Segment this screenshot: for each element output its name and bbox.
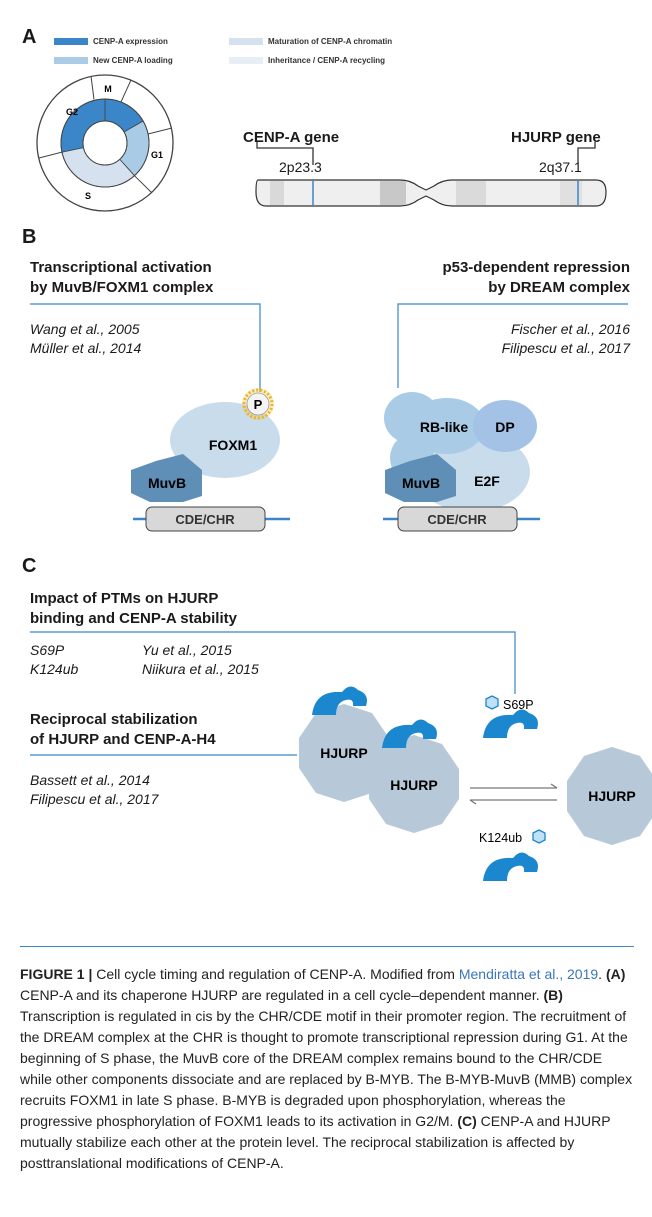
panel-a-label: A: [22, 26, 37, 48]
cenpa-chaperone-2-icon: [382, 719, 437, 748]
b-left-ref-2: Müller et al., 2014: [30, 340, 142, 356]
b-left-title-line2: by MuvB/FOXM1 complex: [30, 279, 214, 296]
caption-tag-b: (B): [543, 987, 563, 1003]
b-right-ref-2: Filipescu et al., 2017: [501, 340, 630, 356]
cdechr-left-label: CDE/CHR: [175, 512, 235, 527]
phase-label-g1: G1: [151, 150, 163, 160]
cenpa-chaperone-1-icon: [312, 686, 367, 715]
phospho-sun-icon: P: [242, 388, 274, 420]
c-ref2-2: Filipescu et al., 2017: [30, 791, 159, 807]
caption-text-a: CENP-A and its chaperone HJURP are regul…: [20, 987, 544, 1003]
muvb-left-label: MuvB: [148, 475, 186, 491]
cenpa-band-label: 2p23.3: [279, 159, 322, 175]
legend-label-inheritance: Inheritance / CENP-A recycling: [268, 56, 386, 65]
caption-text-c: CENP-A and HJURP mutually stabilize each…: [20, 1113, 611, 1171]
s69p-label: S69P: [503, 698, 534, 712]
e2f-label: E2F: [474, 473, 500, 489]
cenpa-k124ub-icon: [483, 852, 538, 881]
s69p-ptm-icon: [485, 695, 499, 710]
caption-figure-label: FIGURE 1 |: [20, 966, 93, 982]
c-mod-2: K124ub: [30, 661, 79, 677]
panel-b-label: B: [22, 226, 37, 248]
cell-cycle-diagram: M G2 G1 S: [36, 74, 174, 212]
hjurp-label-3: HJURP: [588, 788, 635, 804]
legend-swatch-inheritance: [229, 57, 263, 64]
cenpa-s69p-icon: [483, 709, 538, 738]
c-ref-1: Yu et al., 2015: [142, 642, 232, 658]
dp-label: DP: [495, 419, 514, 435]
legend-swatch-maturation: [229, 38, 263, 45]
cenpa-gene-title: CENP-A gene: [243, 129, 340, 146]
panel-c-diagram: HJURP HJURP S69P HJURP K124ub: [30, 631, 652, 881]
b-right-title-line1: p53-dependent repression: [442, 259, 630, 276]
hjurp-band-label: 2q37.1: [539, 159, 582, 175]
legend-swatch-loading: [54, 57, 88, 64]
caption-tag-a: (A): [605, 966, 626, 982]
phospho-label: P: [254, 397, 263, 412]
panel-b-diagram: P FOXM1 MuvB CDE/CHR RB-like DP MuvB E2F…: [30, 303, 628, 532]
caption-text-2: .: [598, 966, 606, 982]
c-title2-line2: of HJURP and CENP-A-H4: [30, 731, 216, 748]
legend-label-loading: New CENP-A loading: [93, 56, 173, 65]
foxm1-label: FOXM1: [209, 437, 257, 453]
caption-divider: [20, 946, 634, 947]
caption-citation-link[interactable]: Mendiratta et al., 2019: [458, 966, 599, 982]
legend-label-expression: CENP-A expression: [93, 37, 168, 46]
c-ref-2: Niikura et al., 2015: [142, 661, 259, 677]
hjurp-label-1: HJURP: [320, 745, 367, 761]
phase-label-g2: G2: [66, 107, 78, 117]
c-ref2-1: Bassett et al., 2014: [30, 772, 150, 788]
k124ub-ptm-icon: [532, 829, 546, 844]
phase-label-m: M: [104, 84, 112, 94]
legend-swatch-expression: [54, 38, 88, 45]
hjurp-gene-title: HJURP gene: [511, 129, 601, 146]
chromosome-2-diagram: [255, 142, 607, 207]
caption-tag-c: (C): [457, 1113, 477, 1129]
caption-text-1: Cell cycle timing and regulation of CENP…: [92, 966, 459, 982]
c-mod-1: S69P: [30, 642, 65, 658]
b-right-ref-1: Fischer et al., 2016: [510, 321, 630, 337]
legend-label-maturation: Maturation of CENP-A chromatin: [268, 37, 393, 46]
c-title1-line2: binding and CENP-A stability: [30, 610, 237, 627]
muvb-right-label: MuvB: [402, 475, 440, 491]
c-title2-line1: Reciprocal stabilization: [30, 711, 198, 728]
b-left-ref-1: Wang et al., 2005: [30, 321, 140, 337]
rblike-label: RB-like: [420, 419, 468, 435]
b-right-title-line2: by DREAM complex: [488, 279, 630, 296]
panel-c-label: C: [22, 555, 37, 577]
caption-text-b: Transcription is regulated in cis by the…: [20, 1008, 633, 1129]
phase-label-s: S: [85, 191, 91, 201]
hjurp-label-2: HJURP: [390, 777, 437, 793]
k124ub-label: K124ub: [479, 831, 522, 845]
figure-caption: FIGURE 1 | Cell cycle timing and regulat…: [20, 964, 634, 1174]
c-title1-line1: Impact of PTMs on HJURP: [30, 590, 219, 607]
cdechr-right-label: CDE/CHR: [427, 512, 487, 527]
b-left-title-line1: Transcriptional activation: [30, 259, 212, 276]
